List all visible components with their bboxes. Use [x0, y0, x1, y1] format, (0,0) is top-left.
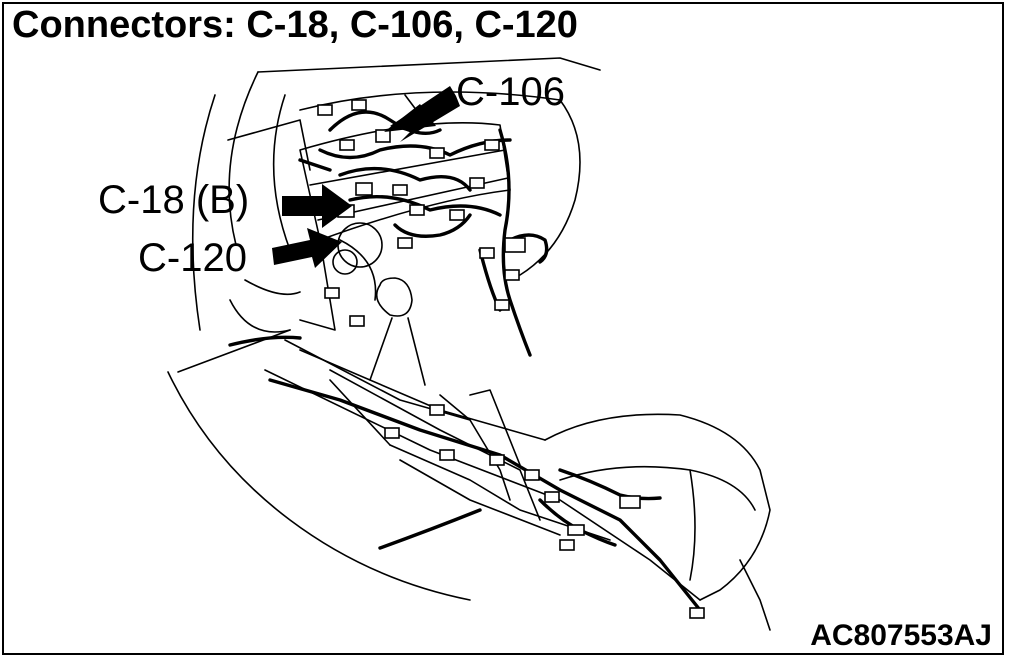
c18-arrow — [282, 184, 352, 228]
c106-arrow-head — [384, 104, 436, 132]
c120-arrow — [272, 228, 342, 268]
figure-code: AC807553AJ — [810, 619, 992, 652]
callout-label-c18: C-18 (B) — [98, 178, 250, 222]
callout-label-c106: C-106 — [456, 70, 565, 114]
diagram-title: Connectors: C-18, C-106, C-120 — [12, 4, 578, 46]
callout-label-c120: C-120 — [138, 236, 247, 280]
